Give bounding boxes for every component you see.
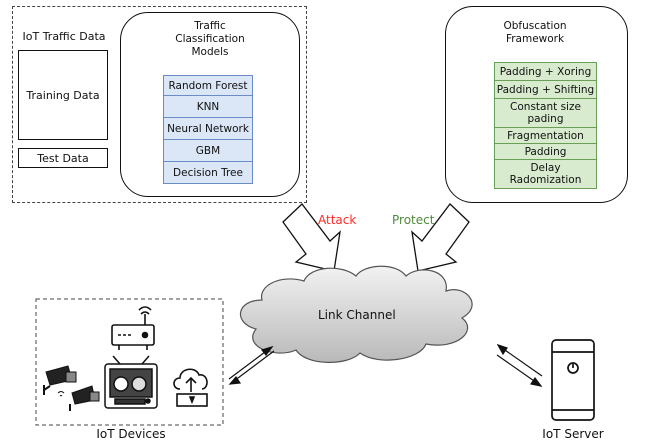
iot-server-label: IoT Server bbox=[542, 427, 604, 441]
link-channel-label: Link Channel bbox=[318, 308, 396, 322]
test-data-box: Test Data bbox=[18, 148, 108, 168]
model-gbm: GBM bbox=[163, 139, 253, 162]
protect-label: Protect bbox=[392, 213, 435, 227]
technique-padding: Padding bbox=[494, 143, 597, 160]
model-neural-network: Neural Network bbox=[163, 117, 253, 140]
training-data-label: Training Data bbox=[26, 88, 100, 102]
technique-padding-shifting: Padding + Shifting bbox=[494, 80, 597, 99]
model-knn: KNN bbox=[163, 95, 253, 118]
router-icon bbox=[111, 306, 155, 350]
obfuscation-framework-title: Obfuscation Framework bbox=[503, 20, 567, 45]
technique-list: Padding + Xoring Padding + Shifting Cons… bbox=[494, 62, 597, 189]
test-data-label: Test Data bbox=[37, 151, 89, 165]
model-decision-tree: Decision Tree bbox=[163, 161, 253, 184]
attack-label: Attack bbox=[318, 213, 357, 227]
security-camera-icon bbox=[43, 365, 100, 411]
cloud-upload-icon bbox=[173, 368, 208, 407]
training-data-box: Training Data bbox=[18, 50, 108, 140]
devices-channel-double-arrow-icon bbox=[228, 345, 275, 385]
iot-devices-group bbox=[35, 298, 224, 426]
technique-constant-size-padding: Constant size pading bbox=[494, 98, 597, 128]
traffic-group bbox=[12, 6, 307, 203]
technique-delay-randomization: Delay Radomization bbox=[494, 159, 597, 189]
channel-server-double-arrow-icon bbox=[496, 343, 543, 387]
model-list: Random Forest KNN Neural Network GBM Dec… bbox=[163, 75, 253, 184]
server-icon bbox=[551, 339, 595, 421]
technique-padding-xoring: Padding + Xoring bbox=[494, 62, 597, 81]
television-icon bbox=[104, 355, 158, 409]
model-random-forest: Random Forest bbox=[163, 75, 253, 96]
technique-fragmentation: Fragmentation bbox=[494, 127, 597, 144]
classification-models-title: Traffic Classification Models bbox=[175, 20, 245, 58]
iot-devices-label: IoT Devices bbox=[96, 427, 166, 441]
iot-traffic-data-title: IoT Traffic Data bbox=[22, 30, 106, 43]
